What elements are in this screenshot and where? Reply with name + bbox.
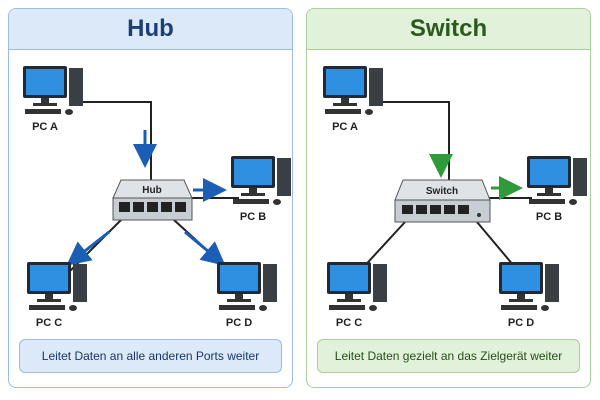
hub-pc-a: PC A xyxy=(23,66,83,133)
switch-pc-c-label: PC C xyxy=(336,317,362,329)
hub-pc-b: PC B xyxy=(231,156,291,223)
switch-pc-a: PC A xyxy=(323,66,383,133)
hub-caption: Leitet Daten an alle anderen Ports weite… xyxy=(19,339,282,373)
hub-title: Hub xyxy=(9,9,292,50)
hub-pc-b-label: PC B xyxy=(240,211,266,223)
switch-panel: Switch Switch xyxy=(306,8,591,388)
hub-diagram: Hub PC A PC B xyxy=(23,66,291,329)
switch-pc-a-label: PC A xyxy=(332,121,358,133)
switch-title: Switch xyxy=(307,9,590,50)
hub-pc-d-label: PC D xyxy=(226,317,252,329)
switch-caption: Leitet Daten gezielt an das Zielgerät we… xyxy=(317,339,580,373)
hub-panel: Hub Hub xyxy=(8,8,293,388)
switch-device: Switch xyxy=(394,179,491,223)
arrow-c-out xyxy=(66,230,110,266)
hub-pc-c-label: PC C xyxy=(36,317,62,329)
switch-pc-c: PC C xyxy=(327,262,387,329)
hub-device-label: Hub xyxy=(142,185,161,196)
switch-pc-d: PC D xyxy=(499,262,559,329)
hub-pc-d: PC D xyxy=(217,262,277,329)
arrow-d-out xyxy=(184,230,226,266)
switch-pc-b-label: PC B xyxy=(536,211,562,223)
switch-diagram: Switch PC A PC B xyxy=(323,66,587,329)
hub-pc-c: PC C xyxy=(27,262,87,329)
switch-arrows xyxy=(429,154,523,200)
cable-a xyxy=(79,101,152,180)
cable-a xyxy=(377,101,450,180)
switch-pc-d-label: PC D xyxy=(508,317,534,329)
hub-arrows xyxy=(66,130,227,266)
switch-device-label: Switch xyxy=(426,186,458,197)
switch-pc-b: PC B xyxy=(527,156,587,223)
hub-device: Hub xyxy=(112,179,193,221)
hub-pc-a-label: PC A xyxy=(32,121,58,133)
